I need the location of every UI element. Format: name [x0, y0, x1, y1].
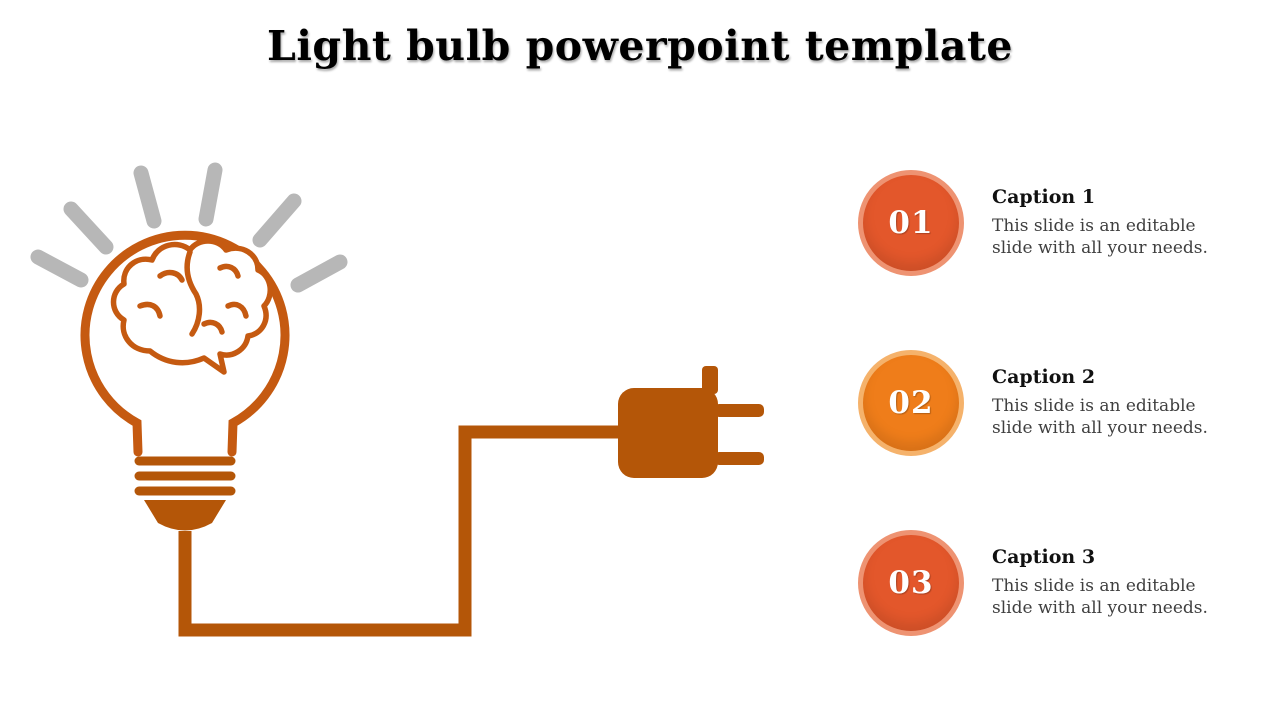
- page-title: Light bulb powerpoint template: [267, 22, 1013, 70]
- caption-text-block: Caption 2 This slide is an editable slid…: [992, 366, 1232, 439]
- number-label: 01: [888, 205, 934, 241]
- number-label: 02: [888, 385, 934, 421]
- caption-body: This slide is an editable slide with all…: [992, 576, 1208, 618]
- caption-body: This slide is an editable slide with all…: [992, 216, 1208, 258]
- caption-heading: Caption 1: [992, 186, 1096, 208]
- caption-text-block: Caption 1 This slide is an editable slid…: [992, 186, 1232, 259]
- caption-heading: Caption 3: [992, 546, 1096, 568]
- power-plug-icon: [618, 366, 764, 478]
- number-badge: 03: [858, 530, 964, 636]
- number-badge: 02: [858, 350, 964, 456]
- caption-body: This slide is an editable slide with all…: [992, 396, 1208, 438]
- brain-icon: [110, 238, 273, 375]
- caption-list: 01 Caption 1 This slide is an editable s…: [858, 170, 1258, 710]
- number-label: 03: [888, 565, 934, 601]
- list-item: 01 Caption 1 This slide is an editable s…: [858, 170, 1258, 276]
- power-cord: [178, 425, 622, 637]
- caption-text-block: Caption 3 This slide is an editable slid…: [992, 546, 1232, 619]
- number-badge: 01: [858, 170, 964, 276]
- list-item: 02 Caption 2 This slide is an editable s…: [858, 350, 1258, 456]
- bulb-socket: [144, 500, 226, 531]
- caption-heading: Caption 2: [992, 366, 1096, 388]
- light-rays-icon: [30, 162, 348, 293]
- list-item: 03 Caption 3 This slide is an editable s…: [858, 530, 1258, 636]
- light-bulb-icon: [80, 230, 290, 531]
